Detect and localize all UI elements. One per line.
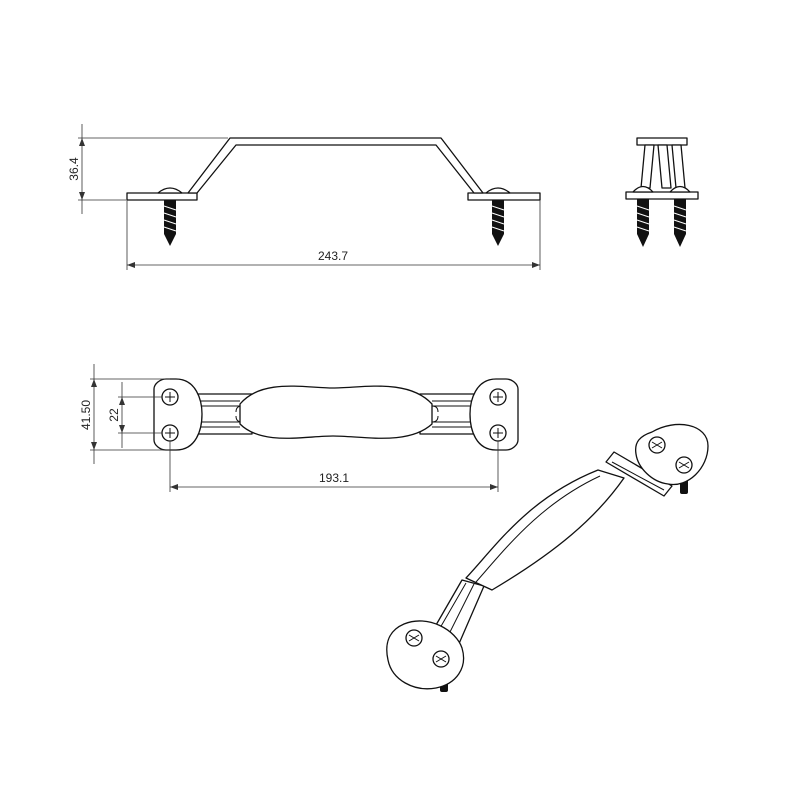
- end-screw-left: [637, 199, 649, 247]
- base-width-label: 41.50: [79, 400, 93, 430]
- handle-bridge: [187, 137, 484, 194]
- iso-screw-lower-a: [405, 629, 423, 647]
- end-screw-head-left: [632, 185, 654, 193]
- side-view: 36.4 243.7: [67, 124, 541, 270]
- iso-screw-lower-b: [432, 650, 450, 668]
- left-top-plate: [153, 378, 203, 451]
- screw-bottom-right: [489, 424, 507, 442]
- screw-top-left: [161, 388, 179, 406]
- right-base-plate: [467, 192, 541, 201]
- end-base-plate: [625, 191, 699, 200]
- iso-screw-upper-b: [675, 456, 693, 474]
- end-top-bar: [636, 137, 688, 146]
- top-view: 41.50 22 193.1: [79, 364, 519, 492]
- iso-handle-grip: [465, 469, 625, 591]
- left-base-plate: [126, 192, 198, 201]
- hole-pitch-label: 22: [107, 408, 121, 422]
- overall-length-label: 243.7: [318, 249, 348, 263]
- end-screw-head-right: [669, 185, 691, 193]
- left-screw-head: [157, 187, 183, 194]
- left-screw-shank: [164, 200, 176, 246]
- end-screw-right: [674, 199, 686, 247]
- end-leg-center: [657, 144, 672, 189]
- screw-bottom-left: [161, 424, 179, 442]
- hole-spacing-label: 193.1: [319, 471, 349, 485]
- height-dimension-label: 36.4: [67, 157, 81, 181]
- end-leg-left: [640, 144, 655, 189]
- right-screw-head: [485, 187, 511, 194]
- isometric-view: [386, 423, 709, 692]
- end-leg-right: [671, 144, 686, 189]
- handle-grip: [239, 385, 433, 439]
- screw-top-right: [489, 388, 507, 406]
- iso-screw-upper-a: [648, 436, 666, 454]
- end-view: [625, 137, 699, 247]
- right-screw-shank: [492, 200, 504, 246]
